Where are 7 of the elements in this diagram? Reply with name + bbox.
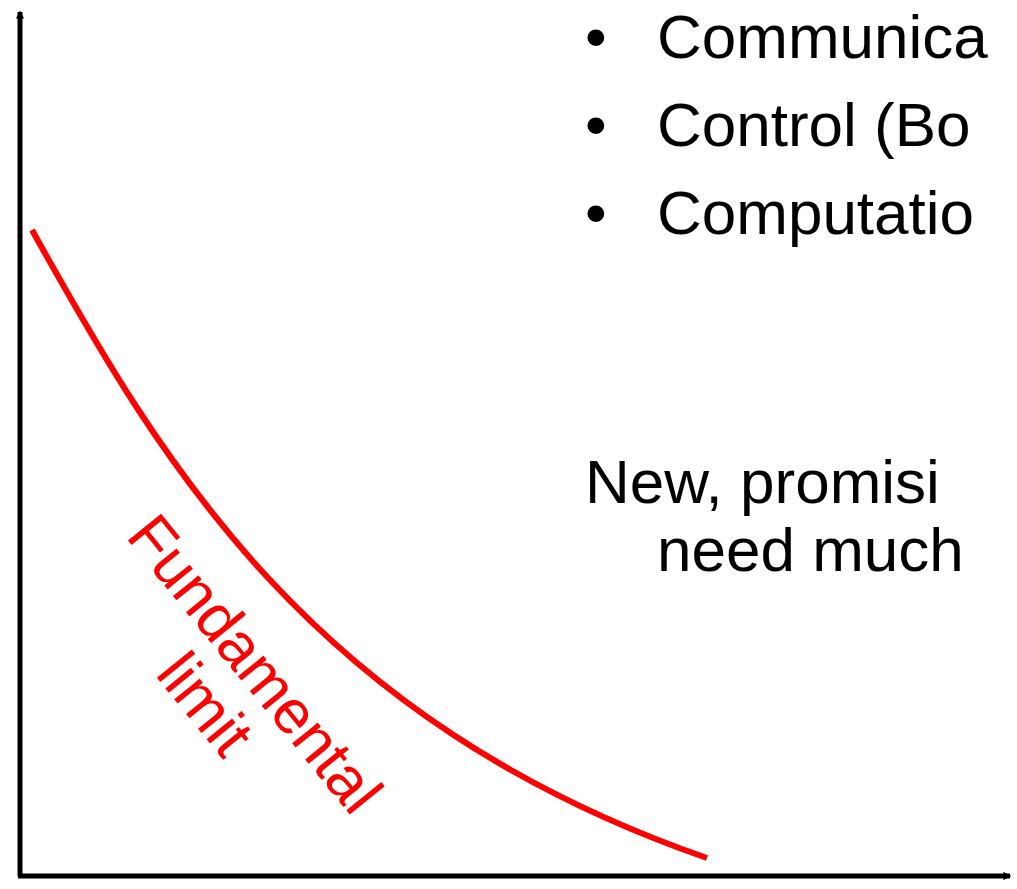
bullet-text: Computatio <box>657 178 975 248</box>
note-text: New, promisi need much <box>585 448 965 584</box>
bullet-mark: • <box>585 178 607 248</box>
bullet-mark: • <box>585 90 607 160</box>
bullet-text: Communica <box>657 2 988 72</box>
bullet-text: Control (Bo <box>657 90 971 160</box>
bullet-mark: • <box>585 2 607 72</box>
